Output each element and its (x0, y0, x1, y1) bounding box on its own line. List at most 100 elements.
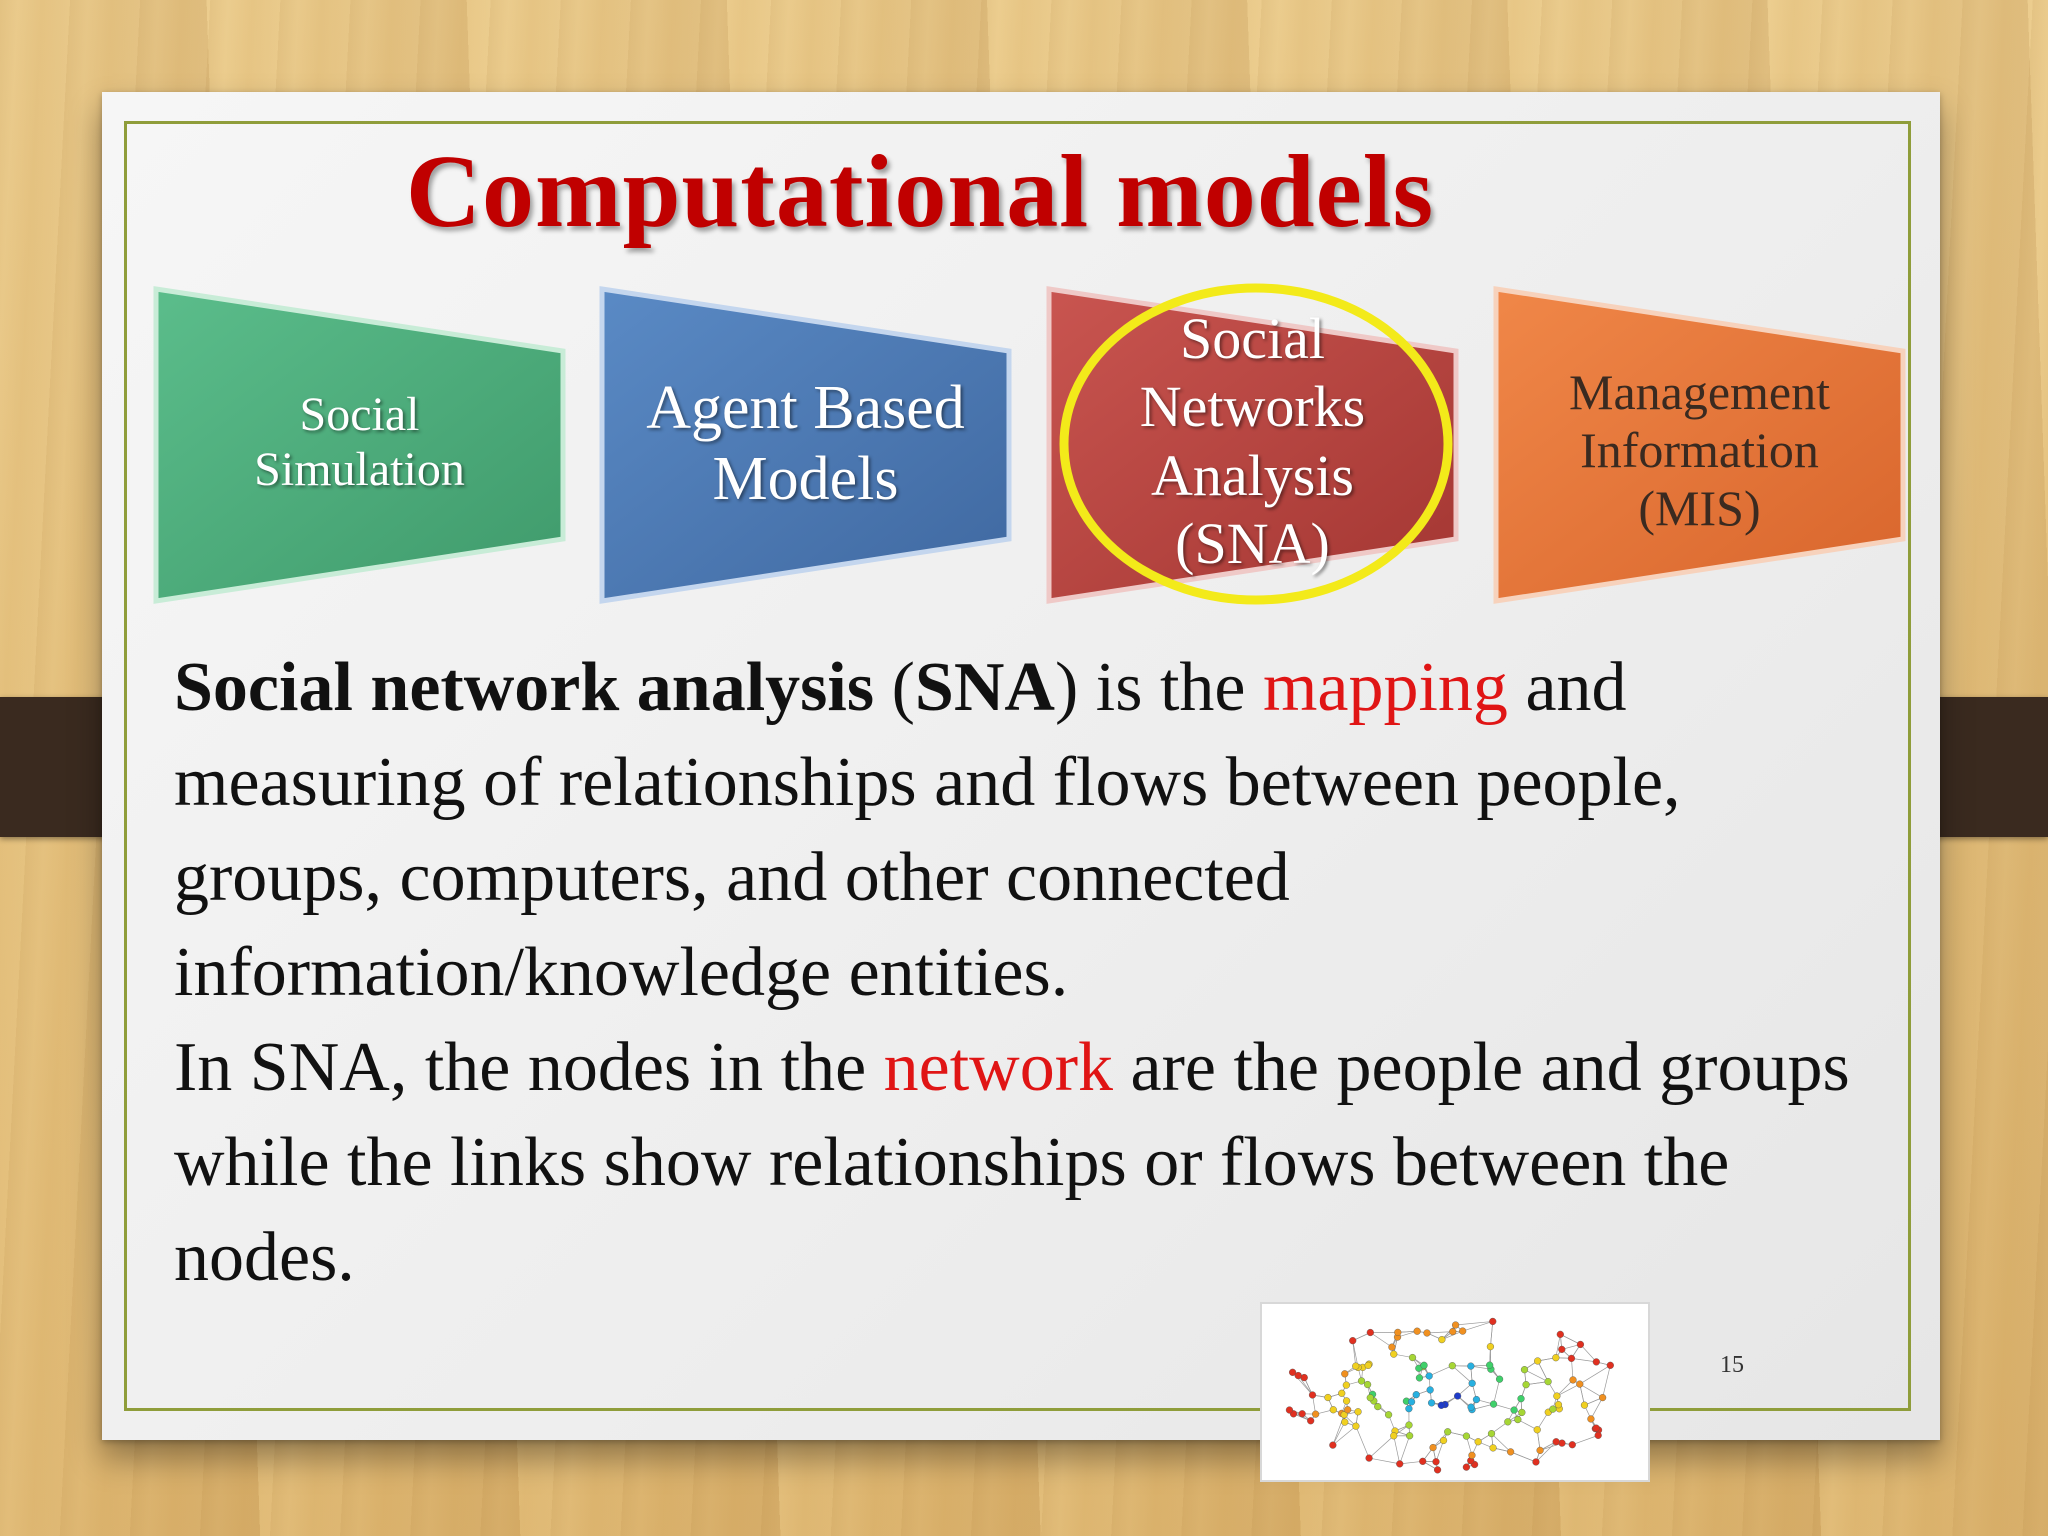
network-edge (1535, 1441, 1557, 1463)
chevron-management-information: Management Information (MIS) (1492, 285, 1907, 605)
network-edge (1579, 1365, 1611, 1385)
chevron-label-line: Models (712, 445, 899, 514)
network-node (1522, 1381, 1530, 1389)
network-edge (1435, 1440, 1444, 1462)
network-edge (1602, 1365, 1611, 1398)
network-node (1474, 1438, 1482, 1446)
network-edge (1455, 1321, 1493, 1326)
network-node (1576, 1340, 1585, 1349)
chevron-agent-based-models: Agent Based Models (598, 285, 1013, 605)
network-node (1554, 1401, 1563, 1409)
network-node (1425, 1372, 1433, 1380)
network-node (1357, 1377, 1366, 1385)
network-node (1407, 1398, 1416, 1406)
network-edge (1452, 1365, 1473, 1384)
network-node (1285, 1406, 1294, 1414)
network-node (1518, 1408, 1526, 1417)
network-edge (1571, 1358, 1597, 1363)
network-edge (1524, 1369, 1549, 1382)
text-run: ) is the (1054, 649, 1263, 726)
text-run: In SNA, the nodes in the (174, 1029, 884, 1106)
network-edge (1462, 1321, 1493, 1332)
network-node (1405, 1405, 1413, 1413)
network-node (1294, 1371, 1302, 1380)
network-node (1507, 1448, 1515, 1456)
network-edge (1517, 1419, 1538, 1431)
network-edge (1441, 1330, 1463, 1340)
network-node (1427, 1399, 1436, 1407)
network-node (1405, 1421, 1413, 1429)
network-node (1390, 1350, 1398, 1358)
network-node (1433, 1466, 1442, 1474)
network-node (1354, 1408, 1362, 1416)
network-edge (1393, 1435, 1401, 1464)
network-edge (1399, 1435, 1410, 1464)
network-node (1592, 1424, 1600, 1432)
network-node (1514, 1415, 1522, 1424)
network-node (1338, 1389, 1346, 1397)
chevron-label-line: (MIS) (1638, 480, 1761, 536)
chevron-label-line: Management (1568, 364, 1830, 420)
network-node (1329, 1406, 1337, 1414)
network-node (1467, 1403, 1475, 1411)
network-node (1472, 1395, 1481, 1404)
network-edge (1572, 1435, 1599, 1446)
network-node (1587, 1415, 1595, 1423)
network-node (1384, 1411, 1393, 1419)
chevron-label-line: Networks (1139, 374, 1366, 440)
slide-body: Social network analysis (SNA) is the map… (174, 640, 1874, 1305)
network-node (1544, 1378, 1552, 1386)
network-node (1307, 1417, 1315, 1425)
network-node (1342, 1381, 1350, 1389)
network-edge (1556, 1383, 1580, 1397)
network-edge (1560, 1334, 1581, 1345)
network-node (1324, 1393, 1332, 1402)
network-node (1558, 1439, 1566, 1447)
network-edge (1429, 1365, 1453, 1377)
network-node (1329, 1441, 1337, 1449)
network-node (1437, 1401, 1445, 1409)
chevron-social-networks-analysis: Social Networks Analysis (SNA) (1045, 285, 1460, 605)
network-edge (1580, 1344, 1597, 1363)
network-node (1312, 1410, 1320, 1418)
network-node (1517, 1395, 1525, 1403)
network-node (1576, 1380, 1584, 1388)
network-node (1426, 1386, 1434, 1394)
network-node (1341, 1418, 1349, 1426)
network-node (1420, 1361, 1428, 1369)
network-node (1341, 1370, 1349, 1378)
network-edge (1491, 1433, 1511, 1453)
network-node (1342, 1397, 1351, 1405)
network-edge (1471, 1403, 1494, 1410)
network-node (1352, 1422, 1360, 1430)
network-node (1429, 1443, 1437, 1452)
network-node (1413, 1327, 1421, 1335)
network-edge (1493, 1379, 1500, 1405)
network-node (1486, 1343, 1495, 1351)
network-node (1390, 1432, 1398, 1440)
network-node (1388, 1343, 1396, 1351)
network-node (1412, 1391, 1420, 1399)
definition-paragraph: Social network analysis (SNA) is the map… (174, 640, 1874, 1020)
text-run: are the people and groups while the link… (174, 1029, 1850, 1296)
network-node (1349, 1337, 1357, 1345)
text-run: ( (874, 649, 915, 726)
network-node (1552, 1354, 1560, 1362)
network-node (1439, 1436, 1448, 1445)
chevron-label-line: Social (1180, 306, 1325, 371)
emphasis-network: network (883, 1029, 1114, 1106)
chevron-label-line: Agent Based (646, 374, 965, 442)
network-node (1449, 1327, 1457, 1336)
network-node (1468, 1451, 1476, 1459)
network-node (1406, 1432, 1414, 1440)
network-node (1489, 1444, 1497, 1452)
network-node (1364, 1361, 1372, 1369)
network-node (1489, 1317, 1497, 1326)
network-node (1408, 1353, 1417, 1362)
network-edge (1555, 1334, 1561, 1358)
network-node (1533, 1426, 1541, 1434)
network-node (1568, 1441, 1576, 1449)
network-edge (1355, 1426, 1370, 1459)
chevron-label-line: (SNA) (1175, 511, 1330, 577)
network-edge (1537, 1360, 1549, 1382)
